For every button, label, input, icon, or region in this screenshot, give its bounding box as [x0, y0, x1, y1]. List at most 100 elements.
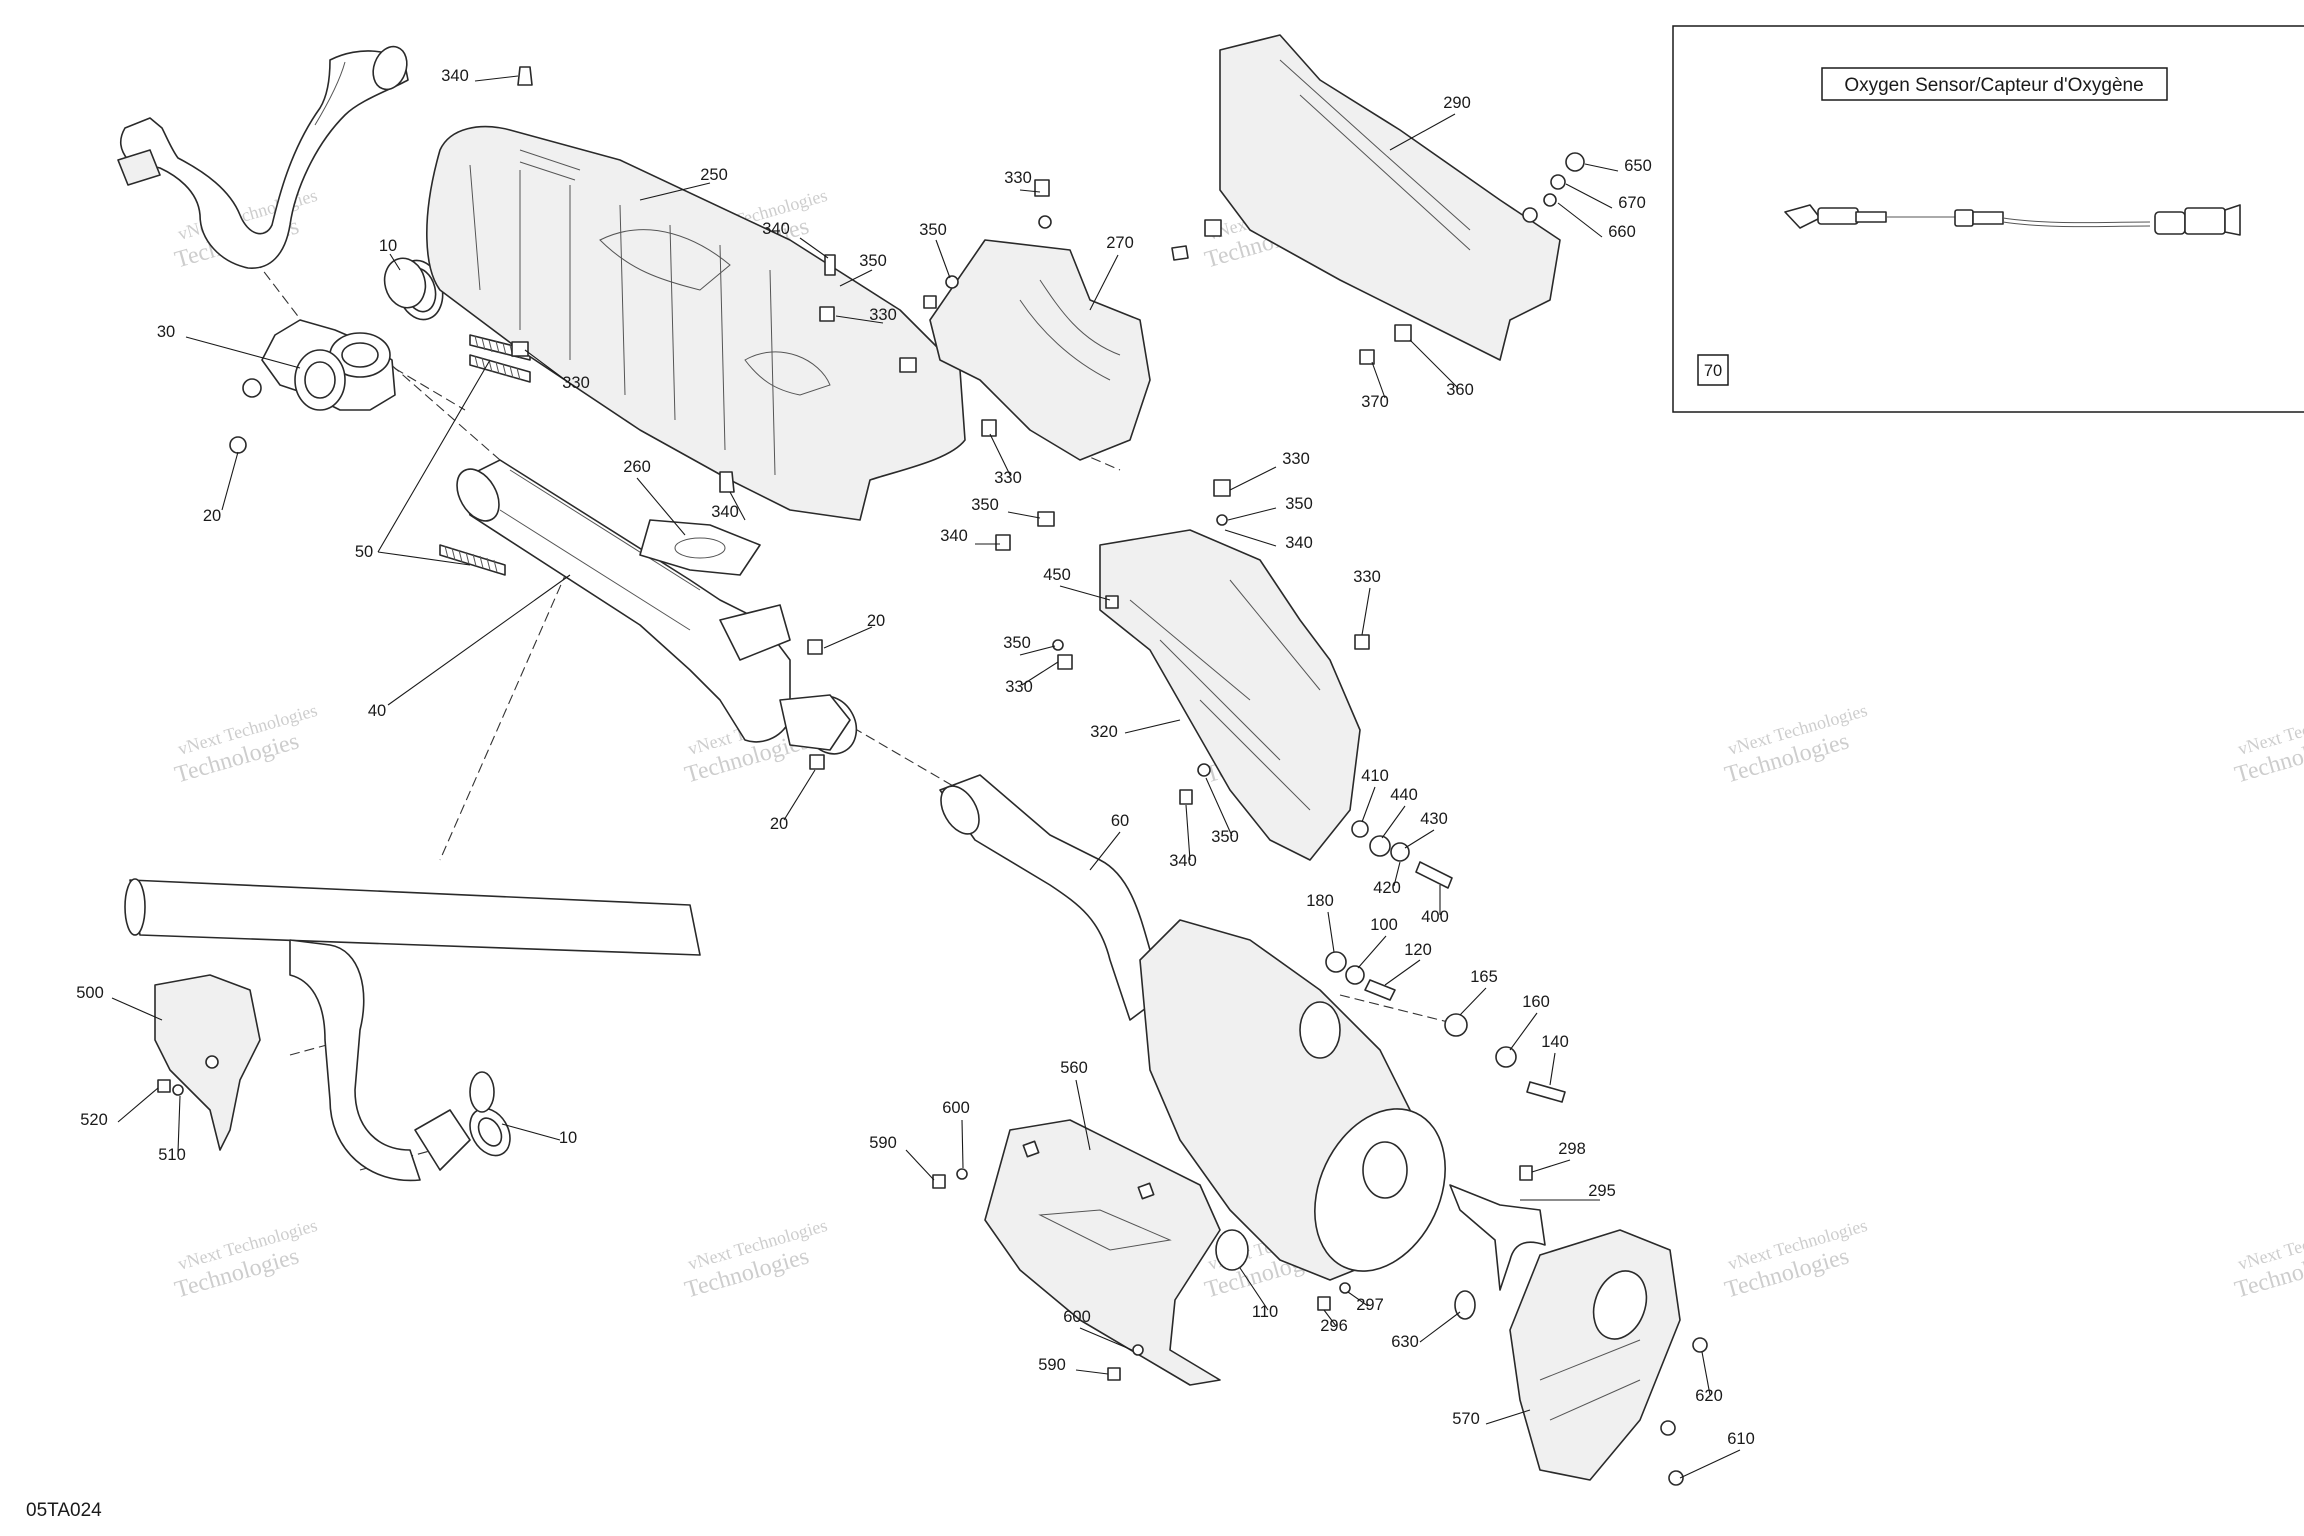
assembly-line	[254, 259, 321, 346]
leader-lines	[111, 75, 1741, 1479]
part-callout-410: 410	[1361, 767, 1389, 785]
part-callout-270: 270	[1106, 234, 1134, 252]
part-callout-560: 560	[1060, 1059, 1088, 1077]
end-cap-570	[1509, 1229, 1681, 1481]
part-callout-330: 330	[1004, 169, 1032, 187]
inset-part-number: 70	[1704, 362, 1722, 380]
part-callout-340: 340	[1285, 534, 1313, 552]
part-callout-330: 330	[1353, 568, 1381, 586]
muffler-60	[939, 774, 1446, 1281]
bracket-295	[1449, 1184, 1546, 1291]
part-callout-400: 400	[1421, 908, 1449, 926]
part-callout-330: 330	[1005, 678, 1033, 696]
exhaust-flange-30	[229, 319, 396, 454]
part-callout-60: 60	[1111, 812, 1129, 830]
gasket-10-upper	[383, 257, 444, 321]
part-callout-340: 340	[711, 503, 739, 521]
watermark: vNext Technologies Technologies	[682, 1215, 829, 1304]
part-callout-630: 630	[1391, 1333, 1419, 1351]
part-callout-610: 610	[1727, 1430, 1755, 1448]
part-callout-296: 296	[1320, 1317, 1348, 1335]
part-callout-340: 340	[1169, 852, 1197, 870]
fasteners	[157, 66, 1708, 1486]
part-callout-320: 320	[1090, 723, 1118, 741]
part-callout-120: 120	[1404, 941, 1432, 959]
part-callout-500: 500	[76, 984, 104, 1002]
part-callout-20: 20	[203, 507, 221, 525]
header-pipe-30	[117, 45, 409, 269]
heat-shield-290	[1219, 34, 1561, 361]
part-callout-450: 450	[1043, 566, 1071, 584]
part-callout-570: 570	[1452, 1410, 1480, 1428]
diagram-id-code: 05TA024	[26, 1500, 102, 1521]
watermark: vNext Technologies Technologies	[1722, 700, 1869, 789]
part-callout-350: 350	[1211, 828, 1239, 846]
heat-shield-320	[1099, 529, 1361, 861]
watermark: vNext Technologies Technologies	[2232, 1215, 2304, 1304]
watermark: vNext Technologies Technologies	[172, 1215, 319, 1304]
heat-shield-270	[929, 215, 1151, 461]
part-callout-420: 420	[1373, 879, 1401, 897]
part-callout-298: 298	[1558, 1140, 1586, 1158]
primary-pipe-40	[456, 459, 858, 755]
part-callout-620: 620	[1695, 1387, 1723, 1405]
part-callout-350: 350	[971, 496, 999, 514]
part-callout-160: 160	[1522, 993, 1550, 1011]
assembly-line	[439, 529, 586, 861]
part-callout-330: 330	[869, 306, 897, 324]
part-callout-330: 330	[562, 374, 590, 392]
heat-shield-250	[426, 125, 966, 521]
part-callout-600: 600	[1063, 1308, 1091, 1326]
lower-pipe-assembly	[124, 878, 701, 1182]
part-callout-670: 670	[1618, 194, 1646, 212]
part-callout-260: 260	[623, 458, 651, 476]
part-callout-295: 295	[1588, 1182, 1616, 1200]
part-callout-350: 350	[859, 252, 887, 270]
part-callout-590: 590	[1038, 1356, 1066, 1374]
part-callout-10: 10	[559, 1129, 577, 1147]
gasket-260	[639, 519, 761, 576]
part-callout-340: 340	[441, 67, 469, 85]
part-callout-100: 100	[1370, 916, 1398, 934]
part-callout-660: 660	[1608, 223, 1636, 241]
part-callout-330: 330	[994, 469, 1022, 487]
inset-title: Oxygen Sensor/Capteur d'Oxygène	[1844, 75, 2143, 96]
part-callout-350: 350	[1003, 634, 1031, 652]
part-callout-350: 350	[1285, 495, 1313, 513]
part-callout-520: 520	[80, 1111, 108, 1129]
part-callout-20: 20	[867, 612, 885, 630]
assembly-line	[379, 354, 501, 461]
oxygen-sensor-inset: Oxygen Sensor/Capteur d'Oxygène 70	[1672, 25, 2304, 413]
part-callout-370: 370	[1361, 393, 1389, 411]
part-callout-165: 165	[1470, 968, 1498, 986]
part-callout-430: 430	[1420, 810, 1448, 828]
part-callout-290: 290	[1443, 94, 1471, 112]
watermark: vNext Technologies Technologies	[172, 700, 319, 789]
part-callout-20: 20	[770, 815, 788, 833]
part-callout-40: 40	[368, 702, 386, 720]
watermark: vNext Technologies Technologies	[1722, 1215, 1869, 1304]
part-callout-350: 350	[919, 221, 947, 239]
part-callout-340: 340	[762, 220, 790, 238]
part-callout-440: 440	[1390, 786, 1418, 804]
part-callout-330: 330	[1282, 450, 1310, 468]
assembly-line	[839, 719, 961, 791]
assembly-line	[1339, 994, 1461, 1026]
watermark: vNext Technologies Technologies	[2232, 700, 2304, 789]
inset-part-number-box	[1697, 354, 1729, 386]
part-callout-110: 110	[1252, 1303, 1278, 1321]
part-callout-600: 600	[942, 1099, 970, 1117]
part-callout-180: 180	[1306, 892, 1334, 910]
oxygen-sensor-drawing	[1784, 204, 2241, 236]
part-callout-650: 650	[1624, 157, 1652, 175]
part-callout-250: 250	[700, 166, 728, 184]
part-callout-340: 340	[940, 527, 968, 545]
part-callout-30: 30	[157, 323, 175, 341]
part-callout-360: 360	[1446, 381, 1474, 399]
muffler-cover-560	[984, 1119, 1221, 1386]
inset-title-box	[1821, 67, 2168, 101]
part-callout-10: 10	[379, 237, 397, 255]
part-callout-140: 140	[1541, 1033, 1569, 1051]
part-callout-510: 510	[158, 1146, 186, 1164]
